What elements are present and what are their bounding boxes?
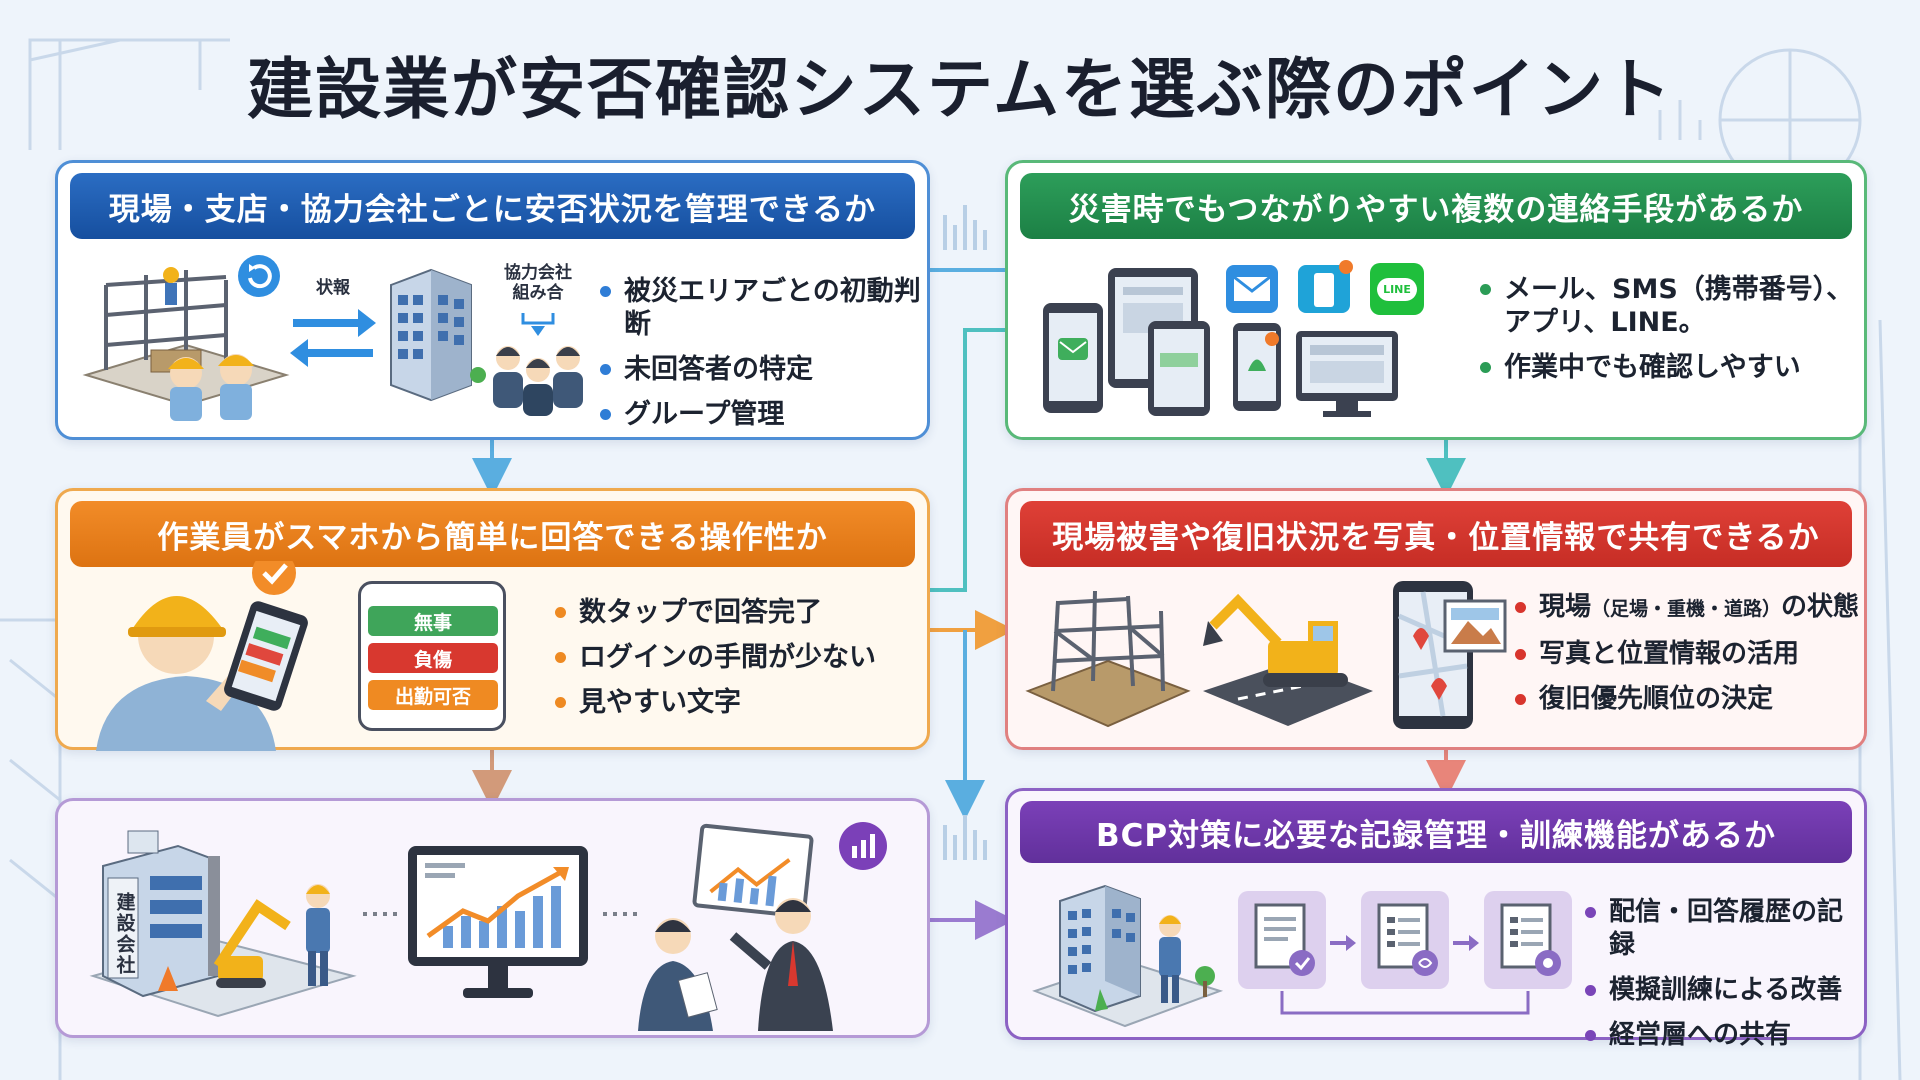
bullets-bcp: 配信・回答履歴の記録 模擬訓練による改善 経営層への共有	[1583, 896, 1864, 1064]
bullet-item: 作業中でも確認しやすい	[1478, 351, 1853, 384]
bullet-line: アプリ、LINE。	[1504, 307, 1706, 338]
bullets-damage-sharing: 現場（足場・重機・道路）の状態 写真と位置情報の活用 復旧優先順位の決定	[1513, 591, 1859, 728]
bullets-smartphone-ops: 数タップで回答完了 ログインの手間が少ない 見やすい文字	[553, 596, 876, 731]
bullet-text-small: （足場・重機・道路）	[1591, 598, 1782, 620]
devices-illustration	[1043, 268, 1398, 417]
damaged-scaffold-illustration	[1025, 590, 1191, 728]
email-icon	[1226, 265, 1278, 313]
panel-reporting: 建設会社	[55, 798, 930, 1038]
label-partner: 協力会社 組み合	[504, 263, 572, 303]
bullet-item: 見やすい文字	[553, 686, 876, 719]
bullet-text: 現場	[1539, 592, 1592, 622]
sms-app-icon	[1298, 260, 1353, 313]
dotted-link-left	[363, 912, 403, 916]
page-title: 建設業が安否確認システムを選ぶ際のポイント	[246, 51, 1674, 128]
bullet-item: 現場（足場・重機・道路）の状態	[1513, 591, 1859, 626]
line-icon: LINE	[1370, 263, 1424, 315]
bullet-item: グループ管理	[598, 398, 927, 431]
company-site-illustration	[89, 830, 357, 1018]
dotted-link-right	[603, 912, 643, 916]
panel-contact-methods: 災害時でもつながりやすい複数の連絡手段があるか LINE メール、SM	[1005, 160, 1867, 440]
building-sign: 建設会社	[110, 879, 140, 989]
label-report: 状報	[316, 278, 350, 298]
panel-header-bcp: BCP対策に必要な記録管理・訓練機能があるか	[1020, 801, 1852, 863]
bullets-site-management: 被災エリアごとの初動判断 未回答者の特定 グループ管理	[598, 275, 927, 443]
bullet-text: の状態	[1781, 592, 1860, 622]
bullet-item: 経営層への共有	[1583, 1019, 1864, 1052]
construction-site-illustration	[82, 267, 290, 421]
map-phone-icon	[1393, 581, 1507, 729]
panel-header-contact-methods: 災害時でもつながりやすい複数の連絡手段があるか	[1020, 173, 1852, 239]
status-button-safe: 無事	[368, 606, 498, 636]
record-workflow-icons	[1238, 891, 1572, 1015]
bullet-item: ログインの手間が少ない	[553, 641, 876, 674]
bullet-item: 写真と位置情報の活用	[1513, 638, 1859, 671]
excavator-illustration	[1203, 593, 1373, 726]
worker-with-phone-illustration	[96, 561, 308, 751]
bullet-item: 数タップで回答完了	[553, 596, 876, 629]
building-sign-text: 建設会社	[113, 892, 136, 976]
bullet-item: 模擬訓練による改善	[1583, 974, 1864, 1007]
office-building-icon	[390, 268, 486, 402]
panel-header-smartphone-ops: 作業員がスマホから簡単に回答できる操作性か	[70, 501, 915, 567]
partner-group-icon	[493, 313, 583, 416]
panel-bcp: BCP対策に必要な記録管理・訓練機能があるか	[1005, 788, 1867, 1050]
presentation-meeting-illustration	[638, 822, 887, 1031]
bullet-item: 被災エリアごとの初動判断	[598, 275, 927, 341]
line-icon-text: LINE	[1377, 277, 1417, 301]
status-button-attendance: 出勤可否	[368, 680, 498, 710]
refresh-icon	[238, 255, 280, 297]
bullet-item: 復旧優先順位の決定	[1513, 683, 1859, 716]
building-worker-illustration	[1032, 884, 1224, 1028]
chart-monitor-icon	[408, 846, 588, 998]
bullet-item: メール、SMS（携帯番号）、 アプリ、LINE。	[1478, 273, 1853, 339]
bullets-contact-methods: メール、SMS（携帯番号）、 アプリ、LINE。 作業中でも確認しやすい	[1478, 273, 1853, 396]
two-way-arrows-icon	[290, 309, 376, 367]
panel-smartphone-ops: 作業員がスマホから簡単に回答できる操作性か 無事 負傷 出勤可否 数タップで回答…	[55, 488, 930, 751]
bullet-line: メール、SMS（携帯番号）、	[1504, 274, 1854, 305]
panel-damage-sharing: 現場被害や復旧状況を写真・位置情報で共有できるか 現場（足場・重機・道路）の状態…	[1005, 488, 1867, 750]
panel-site-management: 現場・支店・協力会社ごとに安否状況を管理できるか 状報	[55, 160, 930, 440]
bullet-item: 配信・回答履歴の記録	[1583, 896, 1864, 962]
panel-header-site-management: 現場・支店・協力会社ごとに安否状況を管理できるか	[70, 173, 915, 239]
status-button-injured: 負傷	[368, 643, 498, 673]
panel-header-damage-sharing: 現場被害や復旧状況を写真・位置情報で共有できるか	[1020, 501, 1852, 567]
bullet-item: 未回答者の特定	[598, 353, 927, 386]
